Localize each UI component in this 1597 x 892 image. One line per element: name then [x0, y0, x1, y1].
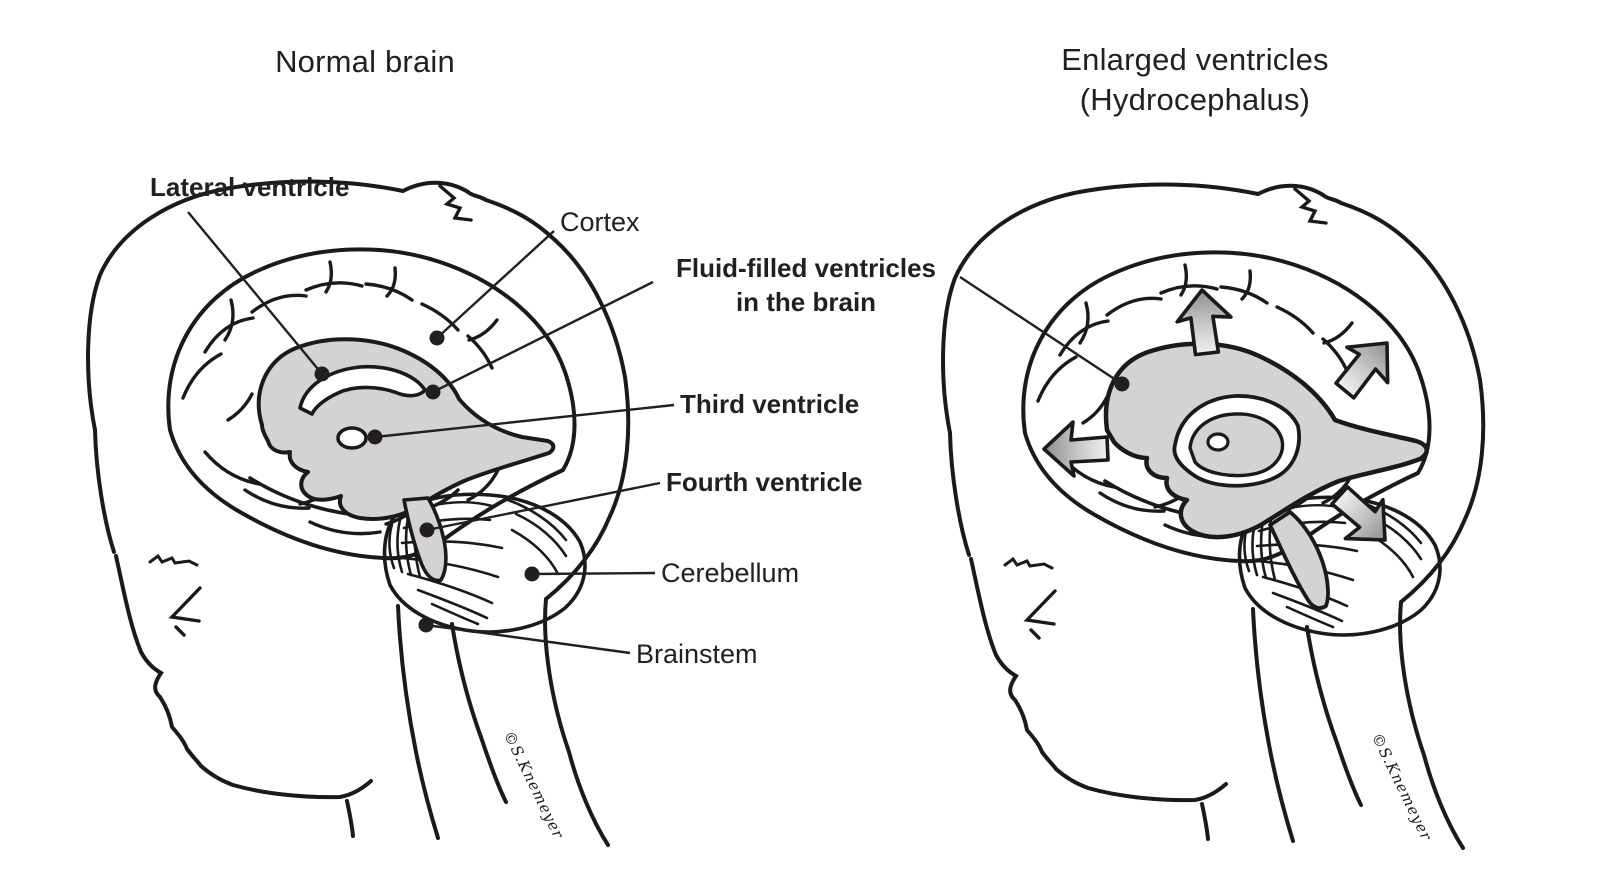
enlarged-inner-gray — [1188, 412, 1285, 478]
label-lateral-ventricle: Lateral ventricle — [150, 172, 350, 202]
enlarged-ventricles — [1103, 341, 1429, 610]
panel-title-hydrocephalus: Enlarged ventricles (Hydrocephalus) — [1005, 40, 1385, 120]
panel-title-hydrocephalus-line1: Enlarged ventricles — [1061, 42, 1329, 77]
label-brainstem: Brainstem — [636, 639, 758, 669]
label-fourth-ventricle: Fourth ventricle — [666, 467, 863, 497]
corpus-callosum-white-arc — [298, 364, 427, 416]
leader-dots — [314, 330, 1130, 633]
enlarged-fourth-ventricle-shape — [1268, 510, 1330, 610]
panel-title-hydrocephalus-line2: (Hydrocephalus) — [1079, 82, 1311, 117]
label-cortex: Cortex — [560, 207, 640, 237]
fourth-ventricle-shape — [402, 496, 448, 583]
panel-title-normal: Normal brain — [275, 44, 455, 79]
lateral-ventricle-shape — [256, 337, 556, 521]
label-cerebellum: Cerebellum — [661, 558, 800, 588]
label-fluid-filled: Fluid-filled ventricles in the brain — [650, 251, 962, 319]
enlarged-foramen — [1206, 432, 1230, 452]
arrow-left-icon — [1042, 420, 1110, 478]
interventricular-foramen — [336, 426, 368, 450]
label-fluid-filled-line1: Fluid-filled ventricles — [675, 253, 937, 283]
normal-ventricles — [256, 337, 556, 583]
leader-lines — [187, 211, 1123, 655]
label-third-ventricle: Third ventricle — [680, 389, 860, 419]
label-fluid-filled-line2: in the brain — [735, 287, 877, 317]
